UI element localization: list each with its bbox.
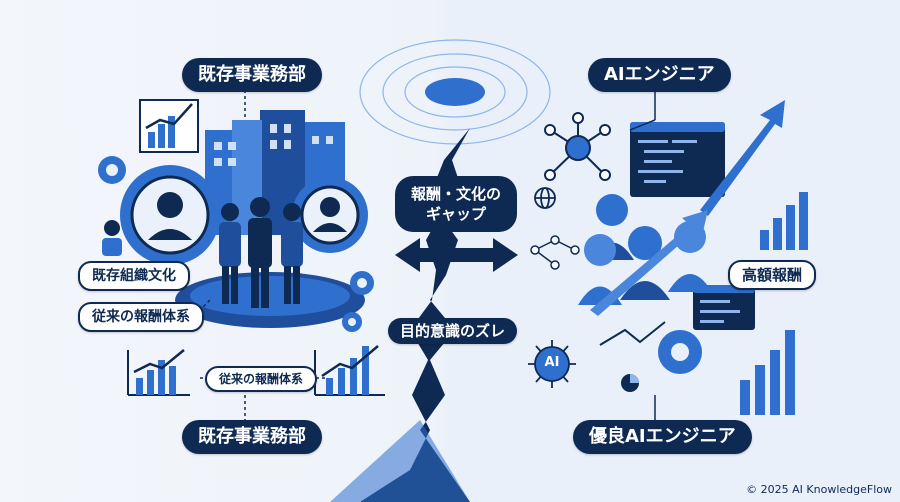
crack-light: [330, 420, 470, 502]
engineers-group-icon: [578, 194, 712, 305]
code-window-icon: [630, 122, 725, 197]
legacy-reward-tag: 従来の報酬体系: [78, 302, 204, 332]
business-people-icon: [102, 197, 303, 308]
gear-right-person-icon: [292, 177, 368, 253]
ai-chip-label: AI: [544, 355, 560, 370]
rising-arrows-icon: [590, 100, 785, 316]
ripple-target-icon: [359, 39, 551, 145]
gear-large-icon: [120, 165, 220, 265]
small-gears-icon: [98, 156, 374, 332]
diverging-arrows-icon: [395, 238, 518, 272]
copyright-text: © 2025 AI KnowledgeFlow: [746, 483, 892, 496]
elite-ai-engineer-label: 優良AIエンジニア: [573, 420, 752, 454]
bar-chart-bottom-right-icon: [740, 330, 795, 415]
small-network-icon: [530, 235, 580, 270]
bar-chart-top-right-icon: [760, 192, 808, 250]
zigzag-arrow-icon: [599, 321, 666, 346]
right-connector-lines: [629, 88, 656, 420]
ai-engineer-label: AIエンジニア: [588, 58, 731, 92]
settings-gear-icon: [658, 330, 702, 374]
existing-culture-tag: 既存組織文化: [78, 261, 190, 291]
existing-division-top-label: 既存事業務部: [182, 58, 322, 92]
legacy-reward-small-tag: 従来の報酬体系: [205, 366, 318, 392]
pie-chart-icon: [621, 374, 639, 392]
growth-chart-top-icon: [139, 99, 199, 153]
ai-chip-icon: [528, 340, 576, 388]
gap-label-line2: ギャップ: [426, 205, 487, 223]
globe-icon: [534, 187, 556, 209]
gap-label: 報酬・文化の ギャップ: [395, 176, 518, 232]
network-node-icon: [544, 112, 611, 181]
growth-chart-bottom-right-icon: [314, 345, 385, 396]
growth-chart-bottom-left-icon: [127, 349, 190, 396]
gap-label-line1: 報酬・文化の: [411, 185, 502, 203]
purpose-mismatch-label: 目的意識のズレ: [388, 318, 518, 344]
existing-division-bottom-label: 既存事業務部: [182, 420, 322, 454]
high-pay-tag: 高額報酬: [728, 260, 817, 290]
